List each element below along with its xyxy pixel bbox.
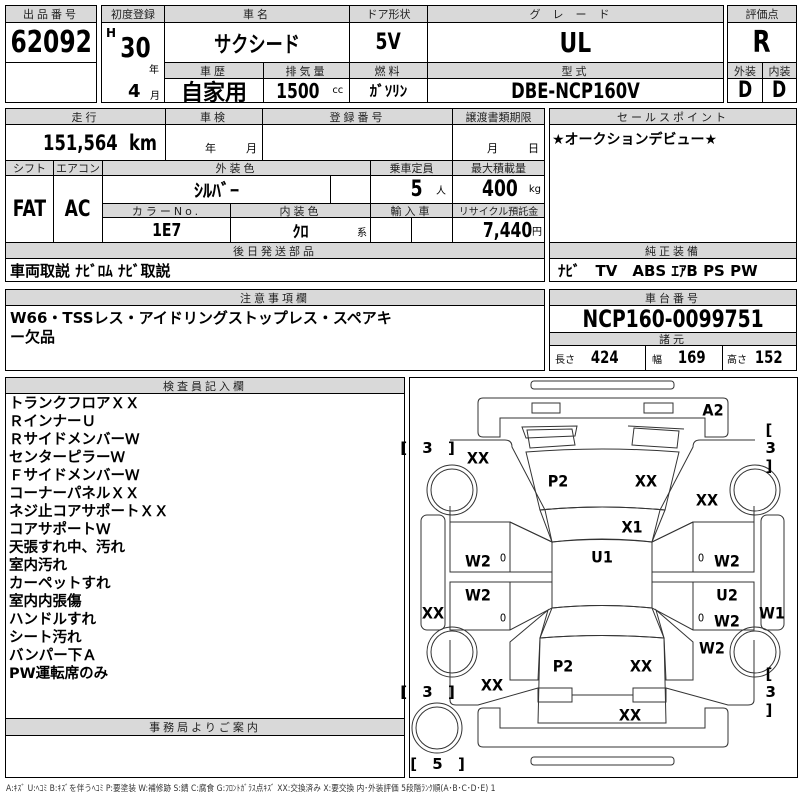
mark-front-left-door: W2 xyxy=(465,551,491,571)
rear-roof xyxy=(539,605,665,639)
mark-back-door-right: XX xyxy=(629,656,653,676)
aircon-label: エアコン xyxy=(53,160,103,176)
notes: W66・TSSレス・アイドリングストップレス・スペアキー欠品 xyxy=(5,305,545,371)
headlight-right xyxy=(643,402,674,414)
inspector-item: 室内汚れ xyxy=(9,558,67,574)
inspector-label: 検査員記入欄 xyxy=(5,377,405,394)
left-sill xyxy=(420,514,446,631)
lot-blank xyxy=(5,62,97,103)
damage-diagram xyxy=(409,377,798,778)
mark-front-right-fender: XX xyxy=(695,490,719,510)
rear-right-fender xyxy=(655,608,755,706)
era: H xyxy=(106,26,117,40)
headlight-left xyxy=(531,402,561,414)
inspector-item: カーペットすれ xyxy=(9,576,111,592)
mark-back-door-left: P2 xyxy=(552,656,574,676)
inspector-item: トランクフロアＸＸ xyxy=(9,396,140,412)
grille-left xyxy=(521,425,578,449)
later-parts: 車両取説 ﾅﾋﾞﾛﾑ ﾅﾋﾞ取説 xyxy=(5,258,545,282)
year-unit: 年 xyxy=(149,65,159,76)
inspector-item: バンパー下Ａ xyxy=(9,648,97,664)
score-label: 評価点 xyxy=(727,5,797,23)
mark-front-bumper: A2 xyxy=(702,400,724,420)
mark-hood-left: P2 xyxy=(547,471,569,491)
mark-rear-right-door-2: W2 xyxy=(714,611,740,631)
mark-right-sill: W1 xyxy=(759,603,785,623)
tire-rear-right: [ 3 ] xyxy=(765,665,781,719)
capacity-label: 乗車定員 xyxy=(370,160,453,176)
grille-right xyxy=(627,425,685,449)
mark-rear-panel: XX xyxy=(618,705,642,725)
rear-bumper xyxy=(477,707,729,748)
door-handle-fr: 0 xyxy=(697,551,705,565)
tire-spare: [ 5 ] xyxy=(410,755,470,773)
cowl xyxy=(539,506,666,543)
rear-bumper-bar xyxy=(530,756,675,766)
mark-front-right-door: W2 xyxy=(714,551,740,571)
tire-rear-left: [ 3 ] xyxy=(400,683,460,701)
tire-front-right: [ 3 ] xyxy=(765,421,781,475)
left-doors xyxy=(449,521,553,631)
front-bumper-bar xyxy=(530,380,675,390)
reg-month: 4 xyxy=(128,81,141,102)
rear-left-fender xyxy=(449,608,549,706)
mark-front-left-fender: XX xyxy=(466,448,490,468)
inspector-item: コアサポートＷ xyxy=(9,522,111,538)
notes-label: 注意事項欄 xyxy=(5,289,545,306)
inspector-list: トランクフロアＸＸ ＲインナーＵ ＲサイドメンバーＷ センターピラーＷ Ｆサイドメンバー… xyxy=(9,395,169,683)
door-handle-rr: 0 xyxy=(697,611,705,625)
mark-rear-right-fender: W2 xyxy=(699,638,725,658)
transfer-deadline-label: 譲渡書類期限 xyxy=(452,108,545,125)
mark-hood-right: XX xyxy=(634,471,658,491)
inspector-item: ハンドルすれ xyxy=(9,612,96,628)
fuel-label: 燃料 xyxy=(349,62,428,79)
inspector-item: センターピラーＷ xyxy=(9,450,125,466)
mark-left-sill: XX xyxy=(421,603,445,623)
inspector-item: PW運転席のみ xyxy=(9,666,109,682)
inspector-item: ＲサイドメンバーＷ xyxy=(9,432,140,448)
inspector-item: シート汚れ xyxy=(9,630,82,646)
inspector-item: コーナーパネルＸＸ xyxy=(9,486,140,502)
rear-lamp-right xyxy=(632,687,667,703)
door-handle-fl: 0 xyxy=(499,551,507,565)
right-sill xyxy=(760,514,785,631)
legend: A:ｷｽﾞ U:ﾍｺﾐ B:ｷｽﾞを伴うﾍｺﾐ P:要塗装 W:補修跡 S:錆 … xyxy=(6,784,496,794)
model-code: DBE-NCP160V xyxy=(427,78,724,103)
mark-roof: U1 xyxy=(591,547,613,567)
inspector-item: ＲインナーＵ xyxy=(9,414,96,430)
front-left-fender xyxy=(449,439,553,543)
sales-point-label: セールスポイント xyxy=(549,108,797,125)
mark-rear-right-door-1: U2 xyxy=(716,585,738,605)
rear-lamp-left xyxy=(537,687,573,703)
inspector-item: 天張すれ中、汚れ xyxy=(9,540,125,556)
inspector-item: ネジ止コアサポートＸＸ xyxy=(9,504,169,520)
tire-front-left: [ 3 ] xyxy=(400,439,460,457)
right-doors xyxy=(651,521,755,631)
displacement-label: 排気量 xyxy=(263,62,350,79)
mark-cowl: X1 xyxy=(621,517,643,537)
mark-rear-left-door: W2 xyxy=(465,585,491,605)
reg-year: 30 xyxy=(120,31,151,64)
back-door xyxy=(537,635,667,724)
inspector-item: 室内内張傷 xyxy=(9,594,82,610)
month-unit: 月 xyxy=(150,91,160,102)
grade-label: グレード xyxy=(427,5,724,23)
office-label: 事務局よりご案内 xyxy=(5,718,405,736)
mileage-label: 走行 xyxy=(5,108,166,125)
interior-score: D xyxy=(762,78,797,103)
equipment: ﾅﾋﾞ TV ABS ｴｱB PS PW xyxy=(549,258,797,282)
inspector-item: ＦサイドメンバーＷ xyxy=(9,468,140,484)
tires xyxy=(411,464,781,754)
door-handle-rl: 0 xyxy=(499,611,507,625)
mark-rear-left-fender: XX xyxy=(480,675,504,695)
front-bumper xyxy=(477,397,729,438)
